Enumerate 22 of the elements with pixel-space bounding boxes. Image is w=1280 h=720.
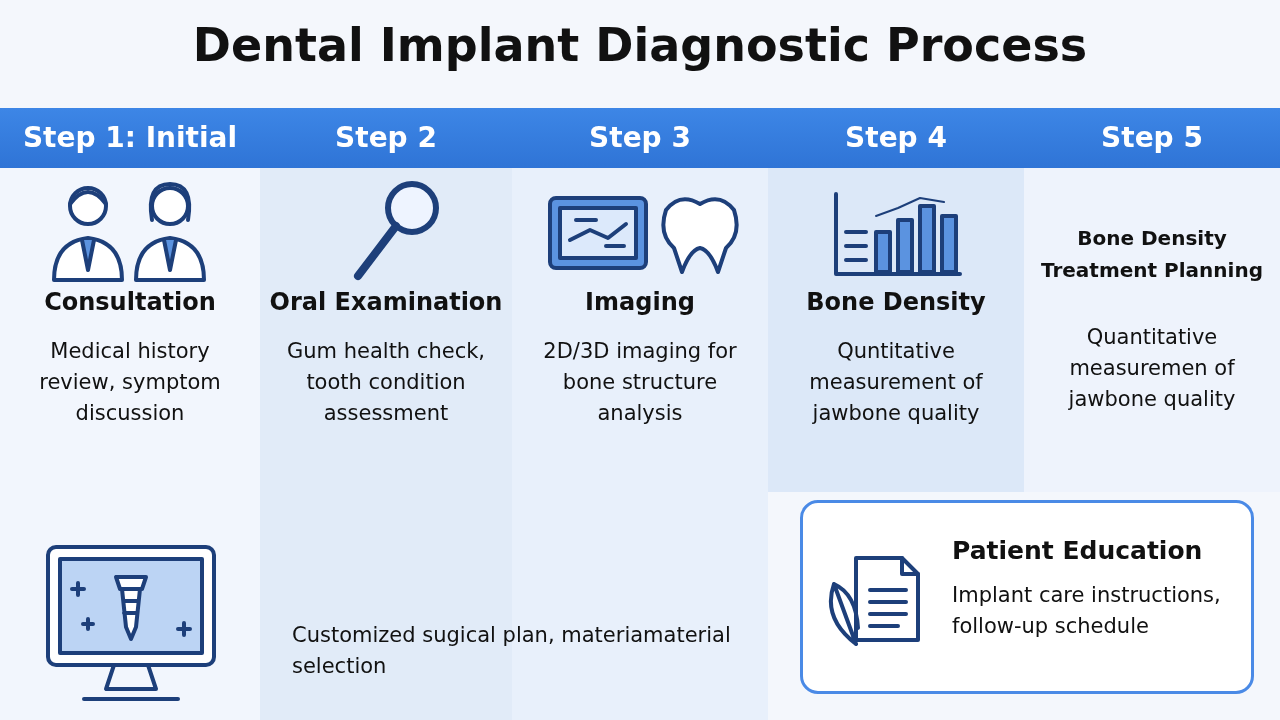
step-description: Medical history review, symptom discussion <box>38 338 222 427</box>
step-description: Gum health check, tooth condition assessment <box>286 338 486 427</box>
step-column <box>1024 108 1280 492</box>
card-text: Implant care instructions, follow-up schedule <box>952 582 1222 640</box>
step-header: Step 4 <box>768 108 1024 168</box>
card-heading: Patient Education <box>952 536 1204 565</box>
title: Dental Implant Diagnostic Process <box>191 18 1089 72</box>
info-card <box>800 500 1254 694</box>
step-description: 2D/3D imaging for bone structure analysis <box>542 338 738 427</box>
step-title: Bone Density <box>805 288 987 316</box>
step-title: Imaging <box>584 288 696 316</box>
step-description: Quntitative measurement of jawbone quality <box>808 338 984 427</box>
step-description: Quantitative measuremen of jawbone quality <box>1067 324 1237 413</box>
step-header: Step 3 <box>512 108 768 168</box>
step-header: Step 5 <box>1024 108 1280 168</box>
note-text: Customized sugical plan, materiamaterial selection <box>292 622 732 680</box>
step-header: Step 2 <box>260 108 512 168</box>
step-column <box>768 108 1024 492</box>
step-header: Step 1: Initial <box>0 108 260 168</box>
step-title: Bone Density Treatment Planning <box>1040 225 1264 284</box>
step-title: Oral Examination <box>268 288 504 316</box>
step-title: Consultation <box>43 288 217 316</box>
